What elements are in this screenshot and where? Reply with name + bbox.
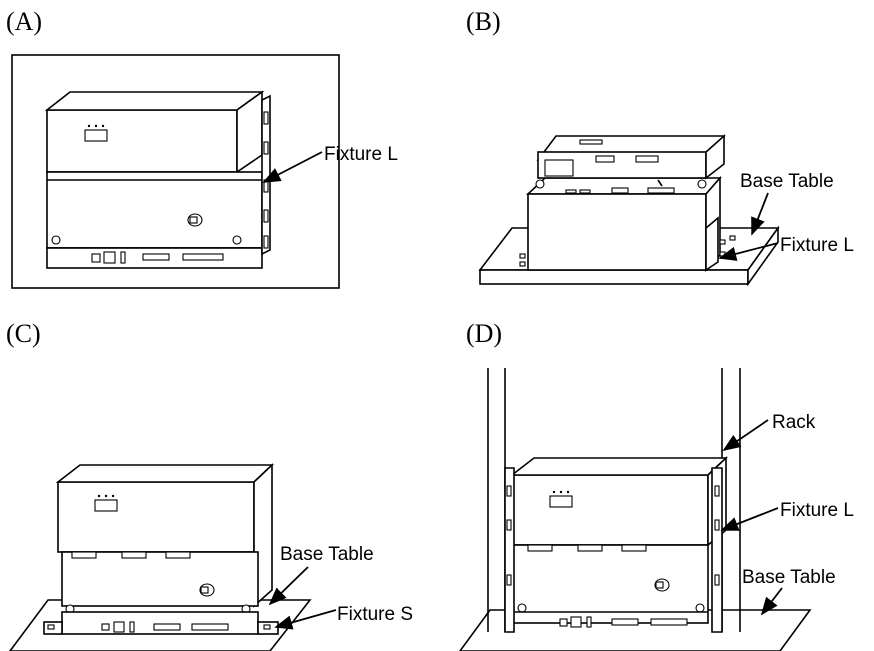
fixture-s-arrow xyxy=(274,609,337,630)
panel-d: (D) xyxy=(459,319,854,651)
panel-c-label: (C) xyxy=(6,319,41,348)
panel-d-label: (D) xyxy=(466,319,502,348)
fixture-l-arrow xyxy=(262,151,323,183)
fixture-l-label: Fixture L xyxy=(324,144,398,165)
panel-c: (C) Base Table Fixture S xyxy=(6,319,413,651)
fixture-s-label: Fixture S xyxy=(337,604,413,625)
rack-label: Rack xyxy=(772,412,816,433)
base-table-label: Base Table xyxy=(742,567,836,588)
fixture-l-bracket xyxy=(261,94,271,256)
base-table-label: Base Table xyxy=(280,544,374,565)
fixture-l-label: Fixture L xyxy=(780,235,854,256)
unit xyxy=(44,90,265,269)
base-table-arrow xyxy=(268,566,309,606)
panel-a: (A) xyxy=(6,7,398,289)
indicator-lamps xyxy=(84,129,108,142)
base-table-arrow xyxy=(751,192,769,236)
base-table-label: Base Table xyxy=(740,171,834,192)
fixture-l-label: Fixture L xyxy=(780,500,854,521)
fixture-l-arrow xyxy=(720,507,779,531)
panel-a-label: (A) xyxy=(6,7,42,36)
wall-panel xyxy=(11,54,340,289)
unit xyxy=(527,193,707,271)
panel-b: (B) Base Table Fixture L xyxy=(466,7,854,287)
rack-arrow xyxy=(722,419,769,452)
fixture-l-arrow xyxy=(718,242,779,261)
base-table-arrow xyxy=(760,587,783,616)
panel-b-label: (B) xyxy=(466,7,501,36)
